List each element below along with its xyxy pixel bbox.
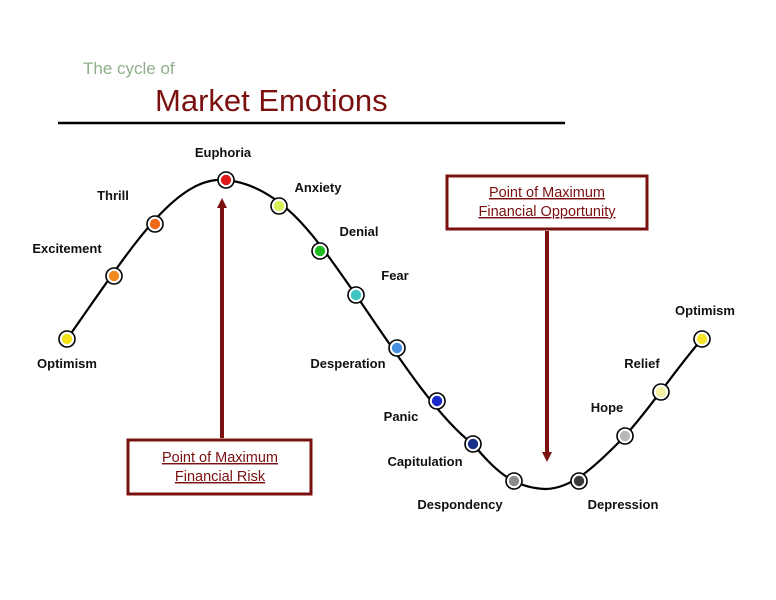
stage-marker-despondency xyxy=(508,475,520,487)
stage-13: Hope xyxy=(591,400,634,445)
stage-label-depression: Depression xyxy=(588,497,659,512)
opportunity-callout-line1: Point of Maximum xyxy=(489,185,605,201)
callout-maximum-risk: Point of Maximum Financial Risk xyxy=(126,438,313,496)
stage-marker-panic xyxy=(431,395,443,407)
stage-marker-denial xyxy=(314,245,326,257)
risk-callout-line1: Point of Maximum xyxy=(162,450,278,466)
stage-15: Optimism xyxy=(675,303,735,348)
callout-maximum-opportunity: Point of Maximum Financial Opportunity xyxy=(445,174,649,231)
stage-label-fear: Fear xyxy=(381,268,408,283)
stage-marker-fear xyxy=(350,289,362,301)
stage-marker-capitulation xyxy=(467,438,479,450)
stage-6: Denial xyxy=(311,224,379,260)
stage-marker-thrill xyxy=(149,218,161,230)
stage-marker-optimism-end xyxy=(696,333,708,345)
stage-marker-depression xyxy=(573,475,585,487)
opportunity-callout-line2: Financial Opportunity xyxy=(478,204,616,220)
stage-marker-optimism-start xyxy=(61,333,73,345)
risk-box xyxy=(126,438,313,496)
stage-label-panic: Panic xyxy=(384,409,419,424)
stage-label-euphoria: Euphoria xyxy=(195,145,252,160)
stage-label-relief: Relief xyxy=(624,356,660,371)
stage-label-excitement: Excitement xyxy=(32,241,102,256)
stage-1: Optimism xyxy=(37,330,97,371)
stage-11: Despondency xyxy=(417,472,523,512)
stage-5: Anxiety xyxy=(270,180,343,215)
stage-label-optimism-end: Optimism xyxy=(675,303,735,318)
stage-label-anxiety: Anxiety xyxy=(295,180,343,195)
stage-12: Depression xyxy=(570,472,659,512)
stage-8: Desperation xyxy=(310,339,406,371)
stage-marker-hope xyxy=(619,430,631,442)
stage-label-thrill: Thrill xyxy=(97,188,129,203)
stage-7: Fear xyxy=(347,268,409,304)
stage-4: Euphoria xyxy=(195,145,252,189)
stage-marker-anxiety xyxy=(273,200,285,212)
title-prefix: The cycle of xyxy=(83,59,175,78)
stage-2: Excitement xyxy=(32,241,123,285)
stage-label-despondency: Despondency xyxy=(417,497,503,512)
stage-10: Capitulation xyxy=(387,435,482,469)
stage-marker-excitement xyxy=(108,270,120,282)
stage-marker-desperation xyxy=(391,342,403,354)
stage-marker-euphoria xyxy=(220,174,232,186)
stage-label-desperation: Desperation xyxy=(310,356,385,371)
stage-label-denial: Denial xyxy=(339,224,378,239)
stage-label-optimism-start: Optimism xyxy=(37,356,97,371)
risk-callout-line2: Financial Risk xyxy=(175,469,266,485)
stage-label-capitulation: Capitulation xyxy=(387,454,462,469)
stage-14: Relief xyxy=(624,356,670,401)
page-title: Market Emotions xyxy=(155,83,388,118)
stage-marker-relief xyxy=(655,386,667,398)
stage-3: Thrill xyxy=(97,188,164,233)
opportunity-box xyxy=(445,174,649,231)
stage-9: Panic xyxy=(384,392,446,424)
stage-label-hope: Hope xyxy=(591,400,624,415)
